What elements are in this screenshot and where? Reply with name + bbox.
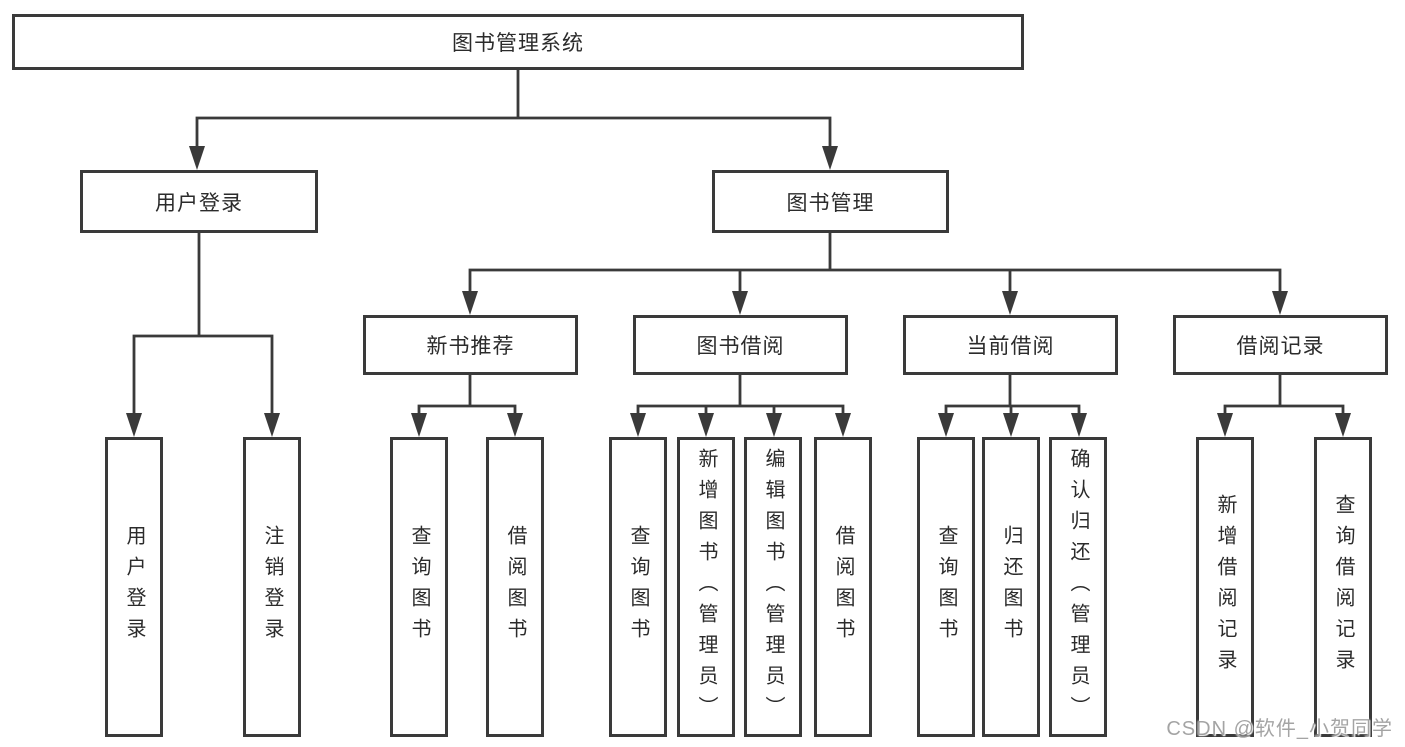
leaf-edit-book-admin: 编辑图书（管理员） xyxy=(744,437,802,737)
leaf-return-books: 归还图书 xyxy=(982,437,1040,737)
leaf-query-books-current-label: 查询图书 xyxy=(935,525,957,649)
leaf-borrow-books-borrow-label: 借阅图书 xyxy=(832,525,854,649)
leaf-query-borrow-record: 查询借阅记录 xyxy=(1314,437,1372,737)
leaf-query-books-borrow: 查询图书 xyxy=(609,437,667,737)
node-root-label: 图书管理系统 xyxy=(452,32,584,55)
node-book-management-label: 图书管理 xyxy=(786,191,875,215)
leaf-borrow-books-recommend-label: 借阅图书 xyxy=(504,525,526,649)
leaf-query-books-borrow-label: 查询图书 xyxy=(627,525,649,649)
node-new-book-recommend-label: 新书推荐 xyxy=(426,335,515,358)
watermark: CSDN @软件_小贺同学 xyxy=(1166,718,1393,740)
node-borrow-records-label: 借阅记录 xyxy=(1236,335,1325,358)
arrowheads xyxy=(126,146,1351,437)
node-user-login-label: 用户登录 xyxy=(155,191,243,215)
leaf-query-borrow-record-label: 查询借阅记录 xyxy=(1332,494,1354,680)
node-current-borrow: 当前借阅 xyxy=(903,315,1118,375)
node-book-management: 图书管理 xyxy=(712,170,949,233)
leaf-add-book-admin-label: 新增图书（管理员） xyxy=(695,447,717,727)
node-book-borrow: 图书借阅 xyxy=(633,315,848,375)
leaf-query-books-current: 查询图书 xyxy=(917,437,975,737)
leaf-confirm-return-admin: 确认归还（管理员） xyxy=(1049,437,1107,737)
node-borrow-records: 借阅记录 xyxy=(1173,315,1388,375)
leaf-add-borrow-record: 新增借阅记录 xyxy=(1196,437,1254,737)
leaf-add-book-admin: 新增图书（管理员） xyxy=(677,437,735,737)
leaf-query-books-recommend: 查询图书 xyxy=(390,437,448,737)
leaf-borrow-books-borrow: 借阅图书 xyxy=(814,437,872,737)
leaf-add-borrow-record-label: 新增借阅记录 xyxy=(1214,494,1236,680)
leaf-logout: 注销登录 xyxy=(243,437,301,737)
leaf-edit-book-admin-label: 编辑图书（管理员） xyxy=(762,447,784,727)
node-user-login: 用户登录 xyxy=(80,170,318,233)
node-book-borrow-label: 图书借阅 xyxy=(696,335,785,358)
node-root: 图书管理系统 xyxy=(12,14,1024,70)
leaf-return-books-label: 归还图书 xyxy=(1000,525,1022,649)
node-current-borrow-label: 当前借阅 xyxy=(966,335,1055,358)
leaf-borrow-books-recommend: 借阅图书 xyxy=(486,437,544,737)
leaf-logout-label: 注销登录 xyxy=(261,525,283,649)
node-new-book-recommend: 新书推荐 xyxy=(363,315,578,375)
leaf-user-login: 用户登录 xyxy=(105,437,163,737)
leaf-confirm-return-admin-label: 确认归还（管理员） xyxy=(1067,447,1089,727)
leaf-query-books-recommend-label: 查询图书 xyxy=(408,525,430,649)
leaf-user-login-label: 用户登录 xyxy=(123,525,145,649)
